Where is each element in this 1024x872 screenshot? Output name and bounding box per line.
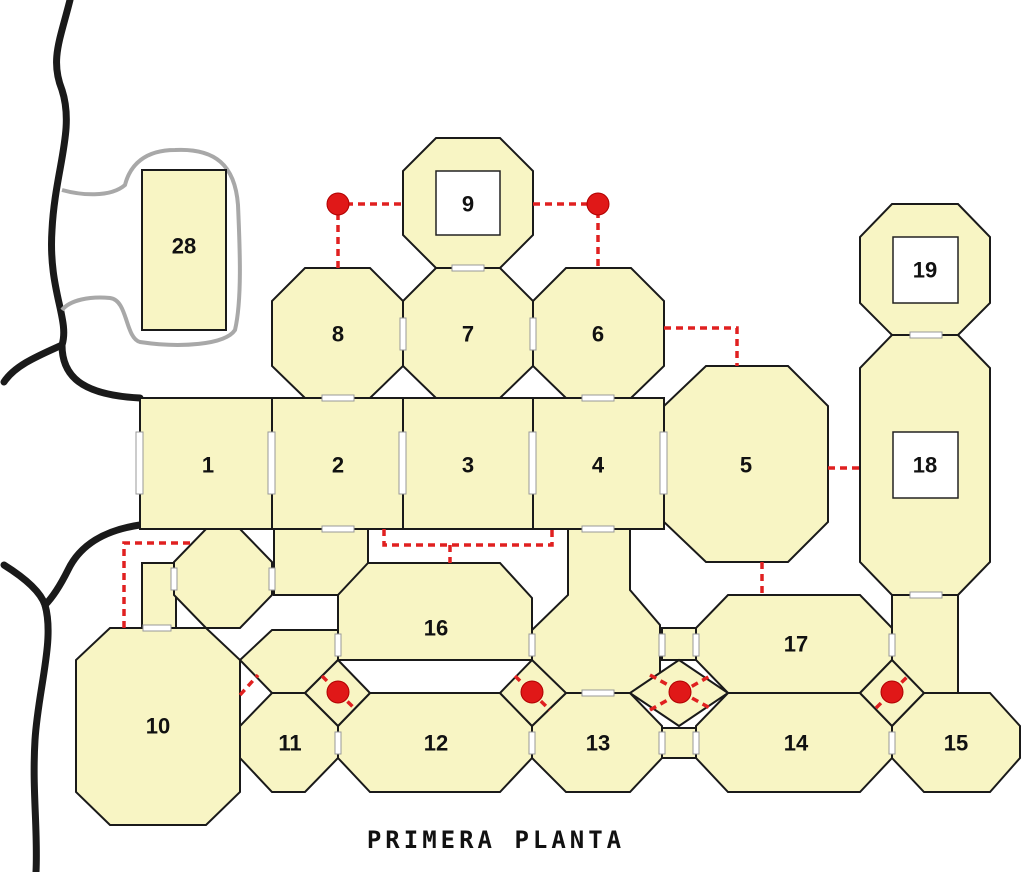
room-label: 15 xyxy=(944,731,968,756)
room-2[interactable]: 2 xyxy=(271,397,404,530)
room-5[interactable]: 5 xyxy=(663,365,829,563)
room-label: 6 xyxy=(592,322,604,347)
room-label: 9 xyxy=(462,192,474,217)
room-8[interactable]: 8 xyxy=(271,267,404,399)
room-1[interactable]: 1 xyxy=(139,397,273,530)
room-label: 11 xyxy=(278,731,301,756)
room-label: 28 xyxy=(172,234,196,259)
room-17[interactable]: 17 xyxy=(695,594,893,694)
room-label: 8 xyxy=(332,322,344,347)
room-10[interactable]: 10 xyxy=(75,627,241,826)
room-label: 2 xyxy=(332,453,344,478)
room-label: 10 xyxy=(146,714,170,739)
room-label: 14 xyxy=(784,731,809,756)
room-12[interactable]: 12 xyxy=(337,692,533,793)
room-14[interactable]: 14 xyxy=(695,692,893,793)
room-7[interactable]: 7 xyxy=(402,267,534,399)
doors xyxy=(135,264,943,755)
room-label: 5 xyxy=(740,453,752,478)
room-11[interactable]: 11 xyxy=(239,692,339,793)
room-15[interactable]: 15 xyxy=(891,692,1021,793)
room-9[interactable]: 9 xyxy=(402,137,534,269)
room-3[interactable]: 3 xyxy=(402,397,534,530)
room-label: 17 xyxy=(784,632,808,657)
room-label: 7 xyxy=(462,322,474,347)
room-label: 12 xyxy=(424,731,448,756)
connection-nodes xyxy=(326,192,904,704)
room-18[interactable]: 18 xyxy=(859,334,991,596)
room-19[interactable]: 19 xyxy=(859,203,991,336)
room-label: 13 xyxy=(586,731,610,756)
room-4[interactable]: 4 xyxy=(532,397,665,530)
trail-path xyxy=(60,147,242,347)
coastline xyxy=(0,0,144,872)
room-6[interactable]: 6 xyxy=(532,267,665,399)
room-label: 4 xyxy=(592,453,605,478)
room-label: 16 xyxy=(424,616,448,641)
room-28[interactable]: 28 xyxy=(141,169,227,331)
room-label: 19 xyxy=(913,258,937,283)
room-label: 18 xyxy=(913,453,937,478)
room-16[interactable]: 16 xyxy=(424,616,448,641)
room-label: 1 xyxy=(202,453,214,478)
room-label: 3 xyxy=(462,453,474,478)
map-title: PRIMERA PLANTA xyxy=(367,826,625,854)
